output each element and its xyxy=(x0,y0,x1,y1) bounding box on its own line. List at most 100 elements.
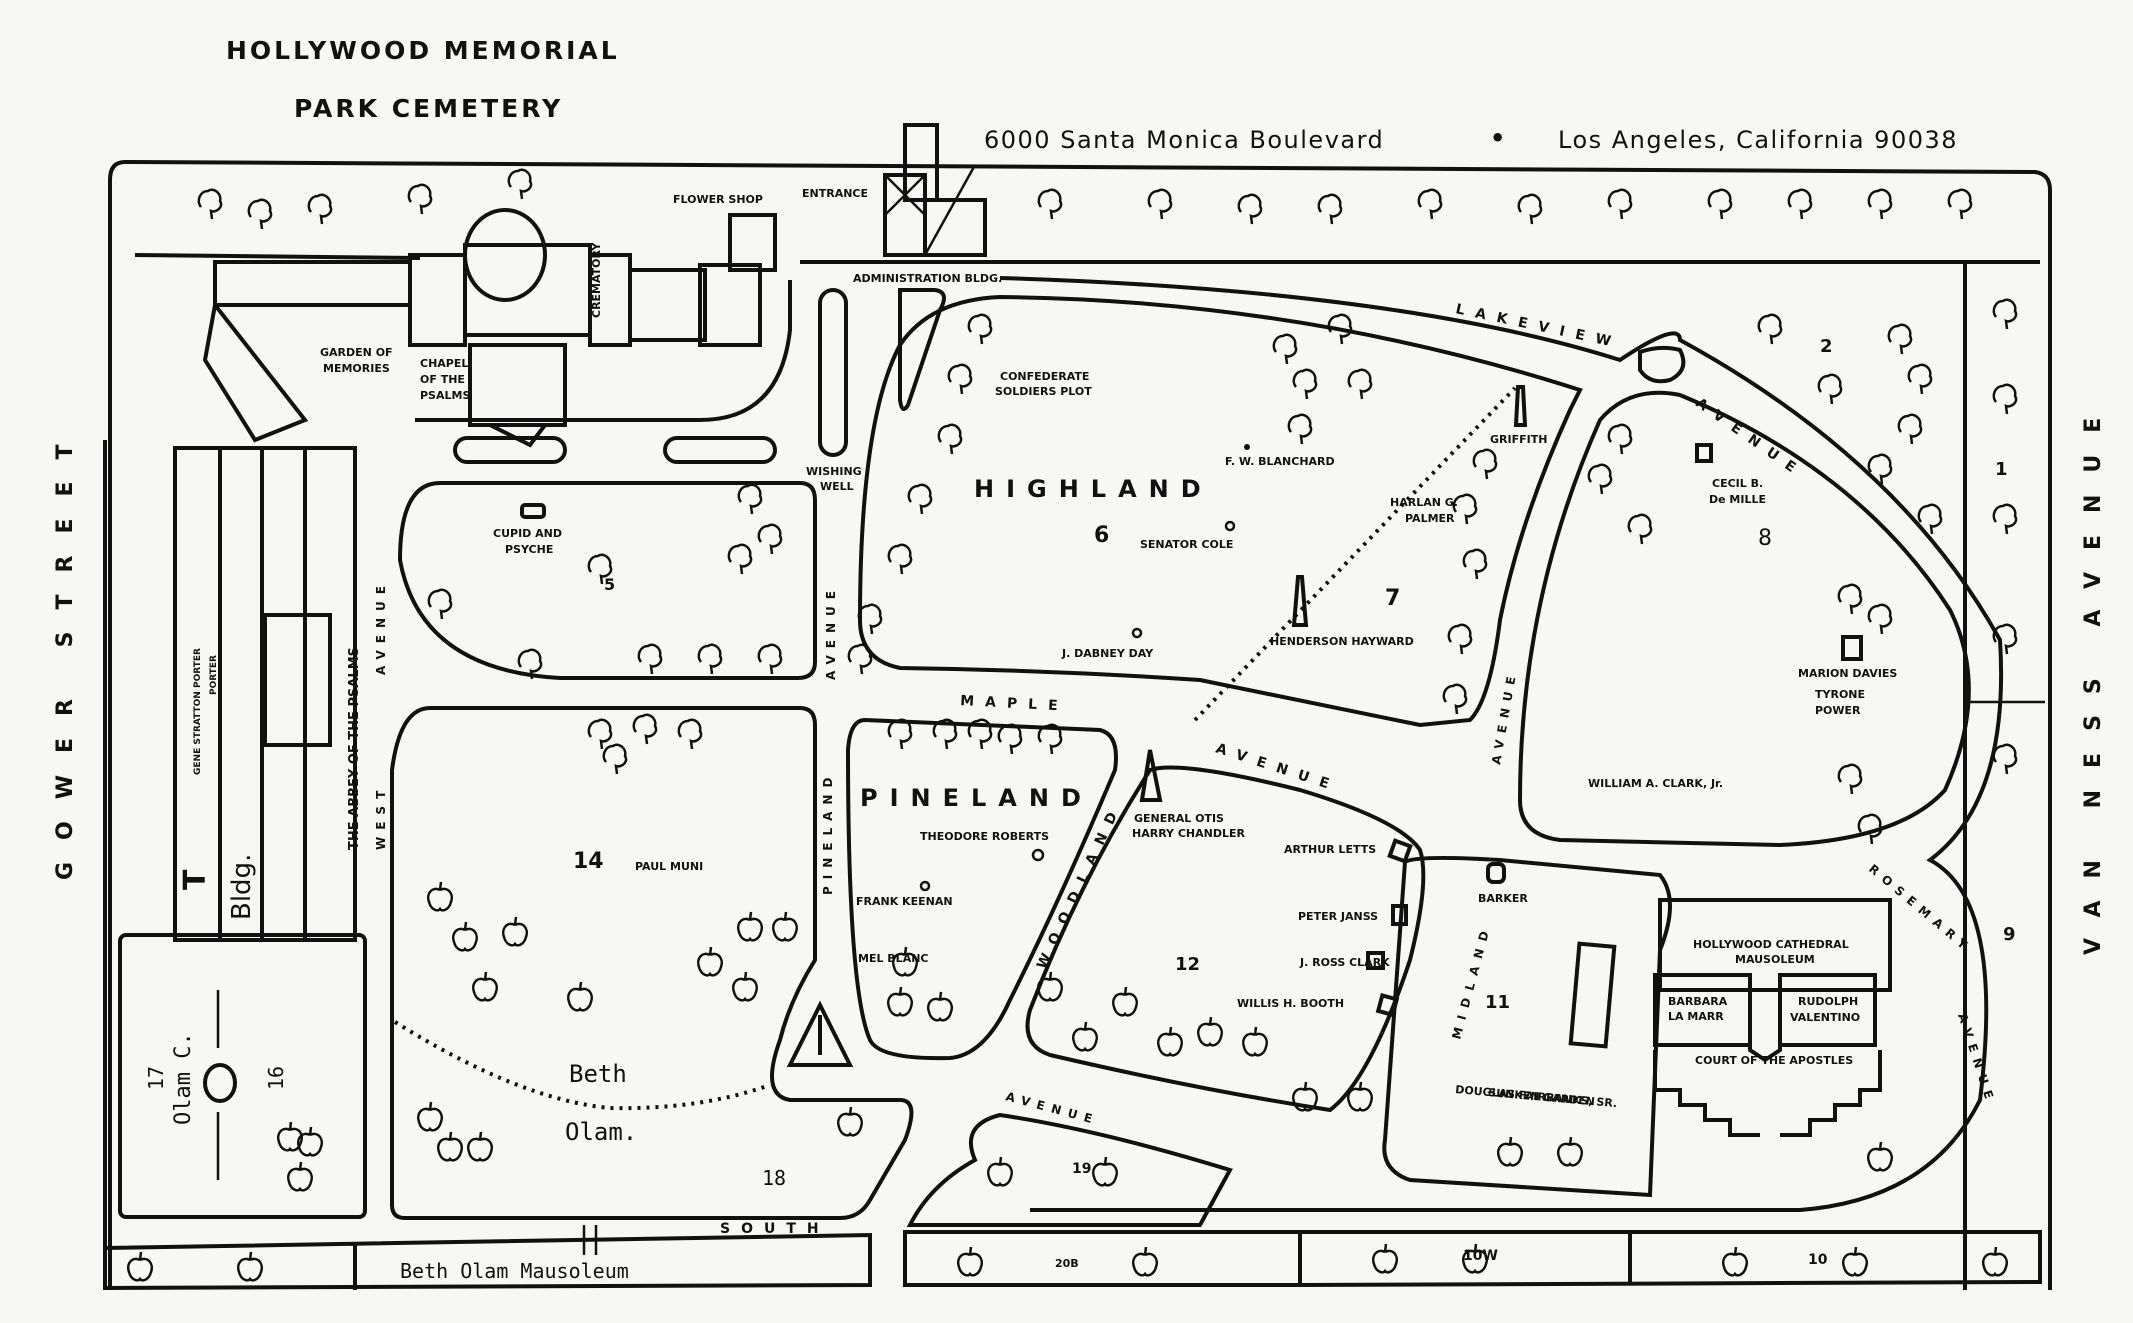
section-19-block xyxy=(906,1112,1233,1227)
section-9-label: 9 xyxy=(2003,924,2016,945)
griffith-monument-icon xyxy=(1513,385,1528,427)
top-road xyxy=(134,253,2040,264)
tree-icon xyxy=(1757,313,1783,346)
sunken-garden-pool xyxy=(1568,941,1617,1049)
olam-label: Olam. xyxy=(565,1118,637,1146)
midland-avenue-label: MIDLAND xyxy=(1449,922,1493,1041)
apple-tree-icon xyxy=(731,970,759,1002)
apple-tree-icon xyxy=(986,1155,1014,1187)
tree-icon xyxy=(757,643,783,676)
ross-clark-icon xyxy=(1366,951,1385,970)
cemetery-boundary xyxy=(108,160,2052,1290)
tree-icon xyxy=(997,723,1023,756)
olam-c-circle xyxy=(203,1063,237,1103)
rosemary-avenue-label-2: AVENUE xyxy=(1955,1012,1998,1108)
apple-tree-icon xyxy=(236,1250,264,1282)
highland-block xyxy=(857,294,1583,728)
section-14-label: 14 xyxy=(573,849,604,874)
willis-booth-label: WILLIS H. BOOTH xyxy=(1237,997,1344,1010)
t-bldg-t-label: T xyxy=(178,869,213,890)
section-10-label: 10 xyxy=(1808,1252,1828,1268)
hollywood-cathedral-mausoleum xyxy=(1653,898,1892,1137)
section-11-label: 11 xyxy=(1485,992,1510,1013)
chapel-label-1: CHAPEL xyxy=(420,357,468,370)
section-6-label: 6 xyxy=(1094,523,1109,548)
apple-tree-icon xyxy=(1841,1245,1869,1277)
gower-street-label: GOWER STREET xyxy=(53,422,78,880)
demille-label-1: CECIL B. xyxy=(1712,477,1763,490)
apple-tree-icon xyxy=(451,920,479,952)
tyrone-power-label-2: POWER xyxy=(1815,704,1861,717)
west-avenue-label: WEST xyxy=(374,784,388,850)
apple-tree-icon xyxy=(416,1100,444,1132)
general-otis-label-2: HARRY CHANDLER xyxy=(1132,827,1246,840)
tree-icon xyxy=(947,363,973,396)
henderson-monument-icon xyxy=(1291,575,1309,627)
marion-davies-label: MARION DAVIES xyxy=(1798,667,1897,680)
tree-icon xyxy=(677,718,703,751)
address-street: 6000 Santa Monica Boulevard xyxy=(984,126,1385,154)
tree-icon xyxy=(1992,298,2018,331)
section-11-block xyxy=(1382,855,1672,1198)
tree-icon xyxy=(632,713,658,746)
marion-davies-icon xyxy=(1841,635,1863,661)
section-7-label: 7 xyxy=(1385,586,1400,611)
tree-icon xyxy=(247,198,273,231)
map-title-line-1: HOLLYWOOD MEMORIAL xyxy=(226,36,620,65)
arthur-letts-icon xyxy=(1387,838,1413,864)
tree-icon xyxy=(1147,188,1173,221)
tree-icon xyxy=(1237,193,1263,226)
section-5-block xyxy=(397,481,817,680)
tree-icon xyxy=(1472,448,1498,481)
blanchard-marker xyxy=(1244,444,1250,450)
henderson-hayward-label: HENDERSON HAYWARD xyxy=(1270,635,1414,648)
tree-icon xyxy=(907,483,933,516)
mel-blanc-label: MEL BLANC xyxy=(858,952,929,965)
beth-olam-mausoleum-label: Beth Olam Mausoleum xyxy=(400,1259,629,1283)
tree-icon xyxy=(697,643,723,676)
apple-tree-icon xyxy=(696,945,724,977)
apple-tree-icon xyxy=(836,1105,864,1137)
midland-avenue-label-2: AVENUE xyxy=(1489,669,1519,766)
lakeview-avenue xyxy=(999,276,2004,1212)
maple-avenue-label: MAPLE xyxy=(960,693,1069,715)
address-city: Los Angeles, California 90038 xyxy=(1558,126,1959,154)
chapel-label-3: PSALMS xyxy=(420,389,470,402)
apple-tree-icon xyxy=(1721,1245,1749,1277)
apple-tree-icon xyxy=(1866,1140,1894,1172)
planter-1 xyxy=(453,436,567,464)
beth-label: Beth xyxy=(569,1060,627,1088)
section-8-label: 8 xyxy=(1758,526,1772,551)
pineland-area-label: PINELAND xyxy=(860,784,1093,812)
apple-tree-icon xyxy=(1981,1245,2009,1277)
cathedral-label-1: HOLLYWOOD CATHEDRAL xyxy=(1693,938,1849,951)
tree-icon xyxy=(1607,423,1633,456)
frank-keenan-marker xyxy=(919,880,931,892)
theodore-roberts-label: THEODORE ROBERTS xyxy=(920,830,1049,843)
tree-icon xyxy=(1627,513,1653,546)
t-bldg-label: Bldg. xyxy=(227,854,257,920)
abbey-of-the-psalms xyxy=(173,446,357,942)
tree-icon xyxy=(1867,603,1893,636)
entrance-label: ENTRANCE xyxy=(802,187,868,200)
tree-icon xyxy=(1817,373,1843,406)
apple-tree-icon xyxy=(771,910,799,942)
apple-tree-icon xyxy=(1071,1020,1099,1052)
tree-icon xyxy=(1447,623,1473,656)
senator-cole-label: SENATOR COLE xyxy=(1140,538,1233,551)
tree-icon xyxy=(197,188,223,221)
apple-tree-icon xyxy=(956,1245,984,1277)
gene-stratton-porter-label: GENE STRATTON PORTER xyxy=(193,648,203,775)
section-2-label: 2 xyxy=(1820,336,1833,357)
south-avenue-label-2: AVENUE xyxy=(1004,1089,1100,1127)
chapel-complex xyxy=(202,208,777,448)
rosemary-avenue-label: ROSEMARY xyxy=(1866,862,1975,957)
valentino-label-1: RUDOLPH xyxy=(1798,995,1858,1008)
tyrone-power-label-1: TYRONE xyxy=(1815,688,1865,701)
crematory-label: CREMATORY xyxy=(590,242,603,318)
tree-icon xyxy=(1947,188,1973,221)
peter-janss-icon xyxy=(1391,904,1408,926)
section-5-label: 5 xyxy=(604,575,615,594)
tree-icon xyxy=(407,183,433,216)
